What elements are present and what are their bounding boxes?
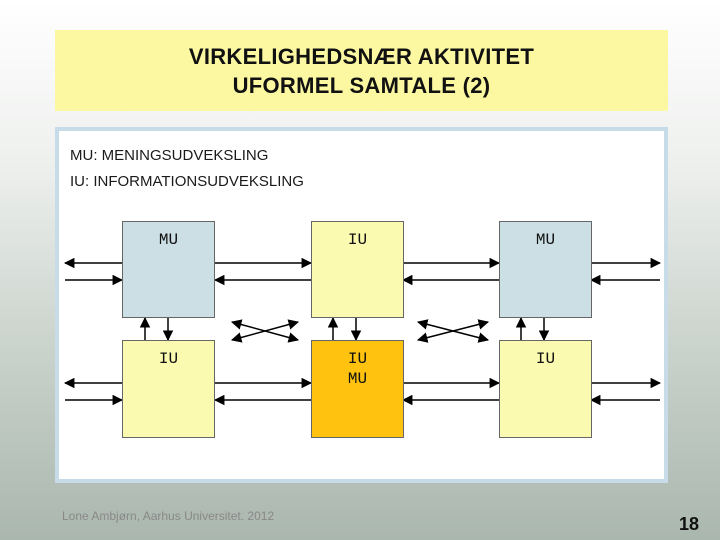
box-top-left: MU: [122, 221, 215, 318]
box-bottom-middle-label-1: IU: [347, 350, 368, 368]
title-line-1: VIRKELIGHEDSNÆR AKTIVITET: [188, 43, 535, 69]
cross-right-b: [416, 319, 490, 343]
box-top-middle: IU: [311, 221, 404, 318]
box-bottom-left: IU: [122, 340, 215, 438]
title-banner: VIRKELIGHEDSNÆR AKTIVITET UFORMEL SAMTAL…: [55, 30, 668, 111]
footer-credit: Lone Ambjørn, Aarhus Universitet. 2012: [62, 509, 275, 523]
box-bottom-middle-label-2: MU: [347, 370, 368, 388]
definition-mu: MU: MENINGSUDVEKSLING: [70, 147, 269, 164]
box-bottom-middle: IU MU: [311, 340, 404, 438]
box-top-middle-label: IU: [347, 231, 368, 249]
box-top-left-label: MU: [158, 231, 179, 249]
box-top-right: MU: [499, 221, 592, 318]
cross-left-b: [230, 319, 300, 343]
box-bottom-left-label: IU: [158, 350, 179, 368]
box-bottom-right: IU: [499, 340, 592, 438]
box-bottom-right-label: IU: [535, 350, 556, 368]
box-top-right-label: MU: [535, 231, 556, 249]
page-number: 18: [679, 514, 700, 534]
title-line-2: UFORMEL SAMTALE (2): [232, 72, 491, 98]
definition-iu: IU: INFORMATIONSUDVEKSLING: [70, 173, 304, 190]
